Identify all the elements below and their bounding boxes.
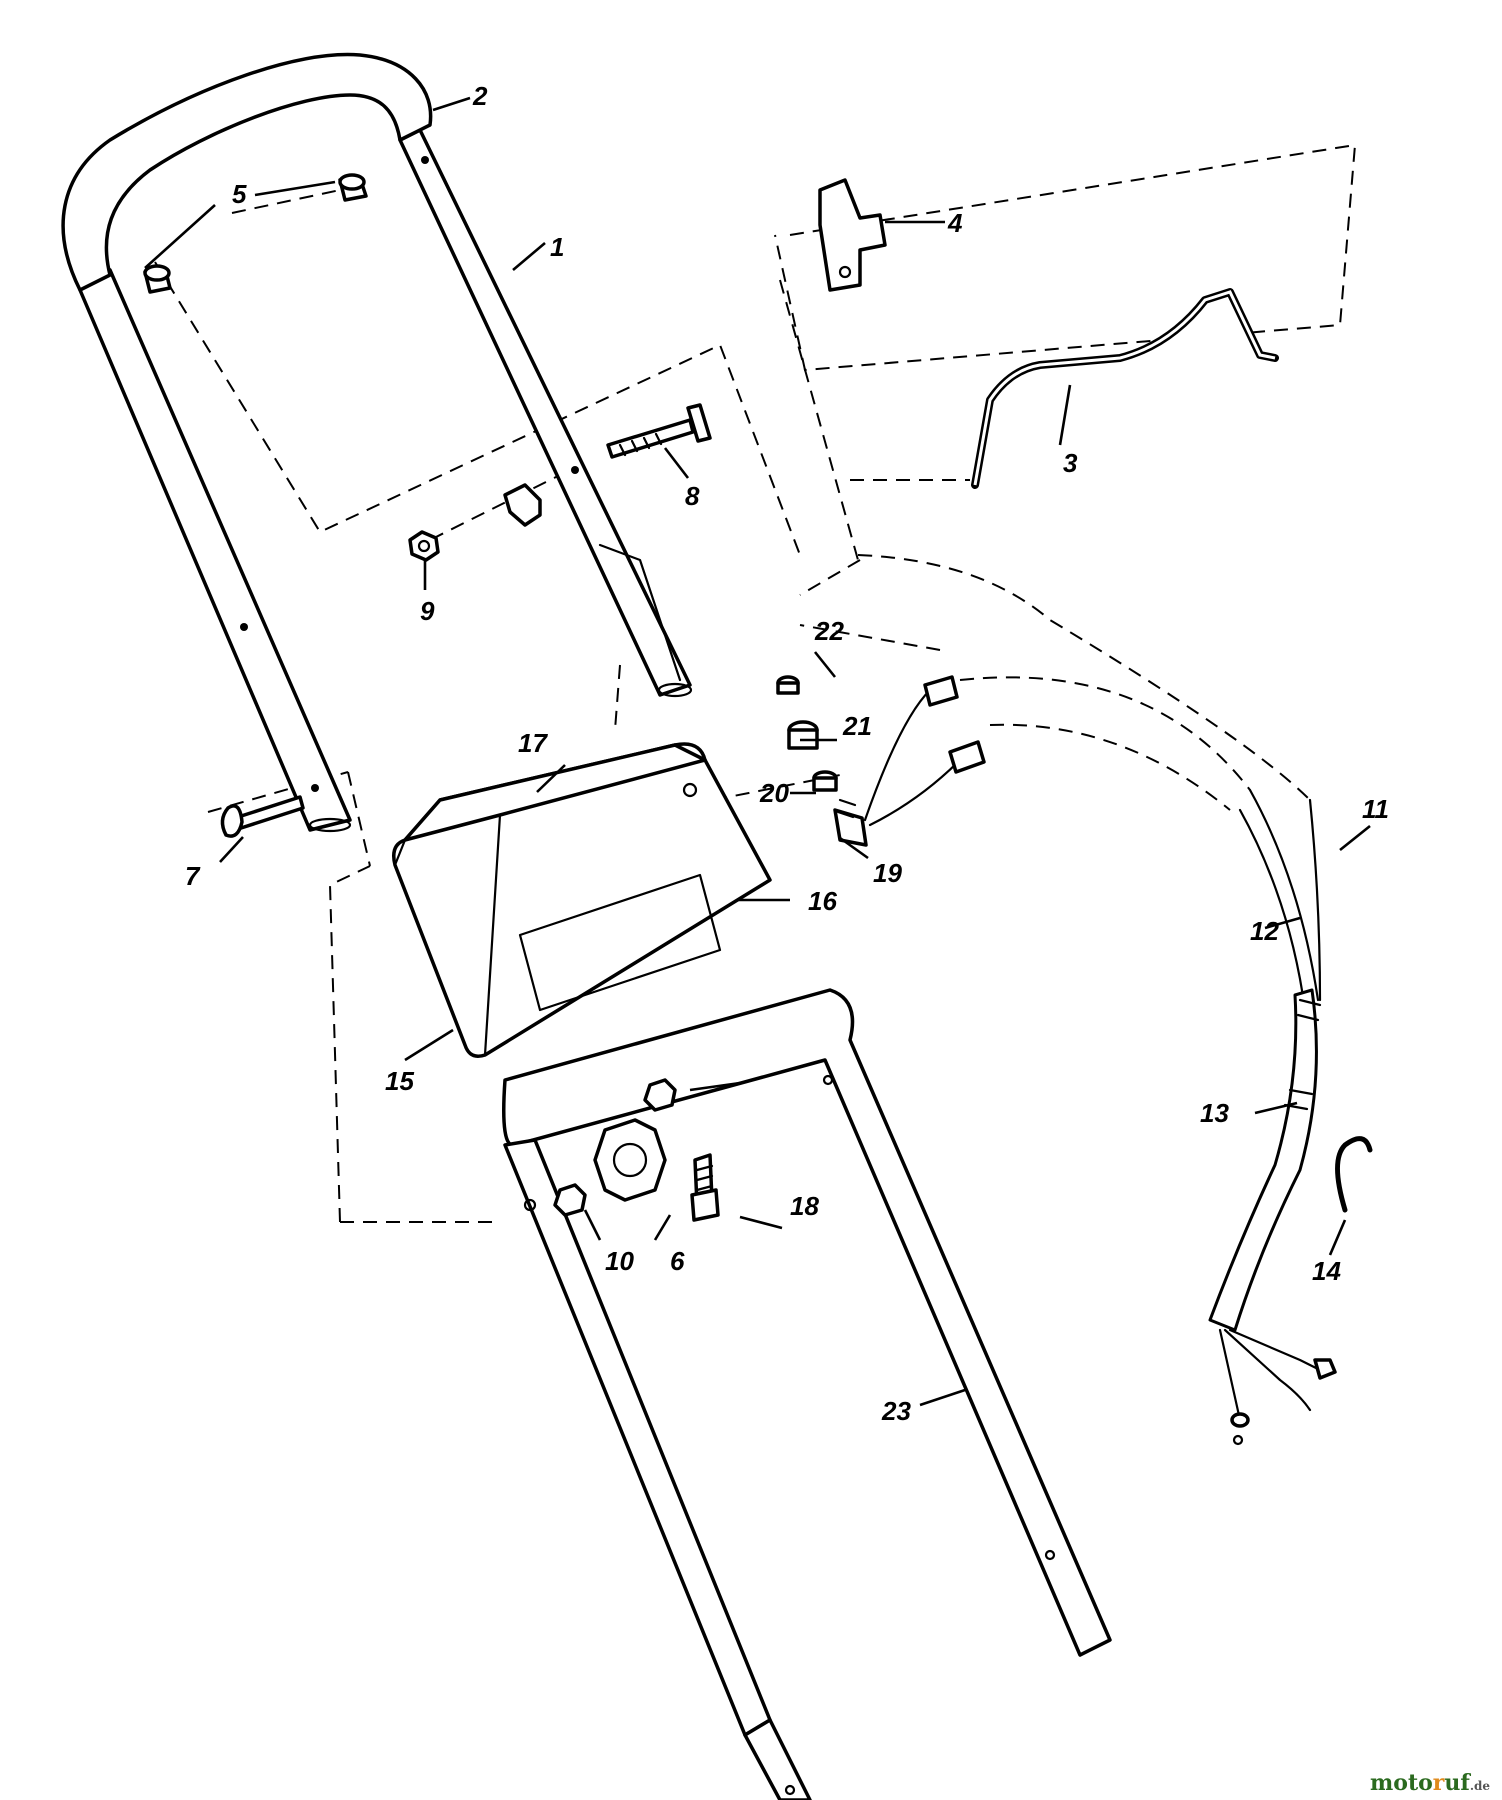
callout-10: 10 xyxy=(605,1246,634,1276)
lower-handle xyxy=(502,988,1112,1800)
wiring-harness xyxy=(863,675,1373,1446)
callout-14: 14 xyxy=(1312,1256,1341,1286)
control-box xyxy=(392,742,772,1058)
upper-handle xyxy=(61,52,693,833)
callout-4: 4 xyxy=(947,208,963,238)
bushings xyxy=(143,173,368,294)
callout-1: 1 xyxy=(550,232,564,262)
callout-7: 7 xyxy=(185,861,201,891)
control-rod xyxy=(971,288,1279,489)
callout-2: 2 xyxy=(472,81,488,111)
callout-20: 20 xyxy=(759,778,789,808)
callout-3: 3 xyxy=(1063,448,1078,478)
callout-labels: 1 2 3 4 5 6 7 8 9 10 11 12 13 14 15 16 1… xyxy=(185,81,1389,1426)
callout-12: 12 xyxy=(1250,916,1279,946)
callout-5: 5 xyxy=(232,179,247,209)
motoruf-watermark: motoruf.de xyxy=(1370,1770,1490,1796)
callout-22: 22 xyxy=(814,616,844,646)
callout-19: 19 xyxy=(873,858,902,888)
nut xyxy=(408,530,440,562)
knob-hardware xyxy=(553,1078,720,1222)
bracket xyxy=(818,178,887,292)
callout-6: 6 xyxy=(670,1246,685,1276)
assembly-guide-lines xyxy=(154,143,1357,1223)
callout-15: 15 xyxy=(385,1066,414,1096)
callout-17: 17 xyxy=(518,728,548,758)
switch-assembly xyxy=(776,675,868,847)
carriage-bolt xyxy=(220,795,305,838)
callout-8: 8 xyxy=(685,481,700,511)
callout-11: 11 xyxy=(1362,794,1389,824)
svg-text:motoruf.de: motoruf.de xyxy=(1370,1770,1490,1796)
leader-lines xyxy=(144,96,1371,1407)
callout-16: 16 xyxy=(808,886,837,916)
bolt-and-clip xyxy=(503,403,712,527)
callout-18: 18 xyxy=(790,1191,819,1221)
callout-21: 21 xyxy=(842,711,872,741)
callout-23: 23 xyxy=(881,1396,911,1426)
callout-9: 9 xyxy=(420,596,435,626)
callout-13: 13 xyxy=(1200,1098,1229,1128)
